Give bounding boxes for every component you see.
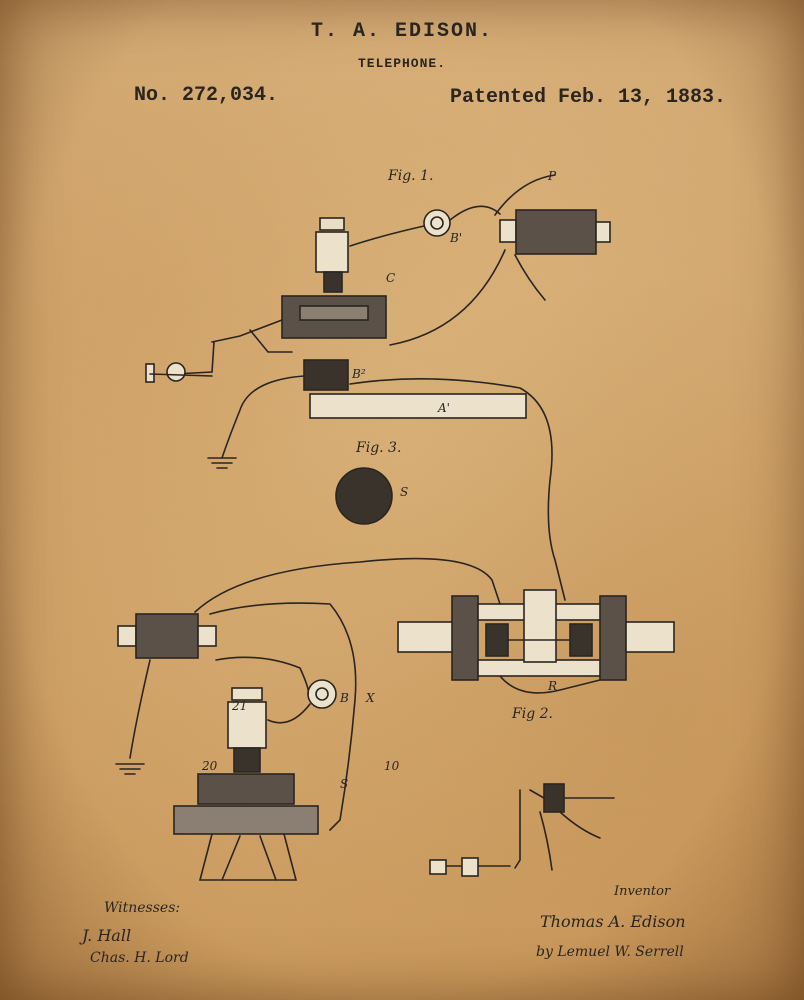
magnet-icon (136, 614, 198, 658)
fig1-transmitter (146, 218, 526, 418)
svg-text:R: R (547, 679, 557, 693)
svg-text:B²: B² (351, 367, 366, 381)
svg-text:A': A' (437, 401, 450, 415)
fig2-lever-detail (430, 784, 614, 876)
svg-text:B: B (339, 691, 349, 705)
svg-text:10: 10 (384, 759, 400, 773)
svg-text:S: S (340, 777, 348, 791)
witness-2: Chas. H. Lord (90, 950, 189, 966)
inventor-label: Inventor (614, 884, 670, 899)
fig2-receiver (398, 590, 674, 680)
witness-1: J. Hall (82, 926, 131, 945)
svg-text:B': B' (449, 231, 462, 245)
attorney-signature: by Lemuel W. Serrell (536, 944, 684, 960)
witnesses-label: Witnesses: (104, 900, 180, 916)
svg-text:21: 21 (231, 699, 247, 713)
svg-text:C: C (386, 271, 395, 285)
coil-b-icon (308, 680, 336, 708)
magnet-p-icon (516, 210, 596, 254)
inventor-signature: Thomas A. Edison (540, 912, 686, 931)
svg-text:X: X (365, 691, 375, 705)
carbon-disc-icon (336, 468, 392, 524)
svg-text:P: P (547, 169, 557, 183)
svg-text:S: S (400, 485, 408, 499)
coil-b-prime-icon (424, 210, 450, 236)
svg-text:20: 20 (201, 759, 218, 773)
